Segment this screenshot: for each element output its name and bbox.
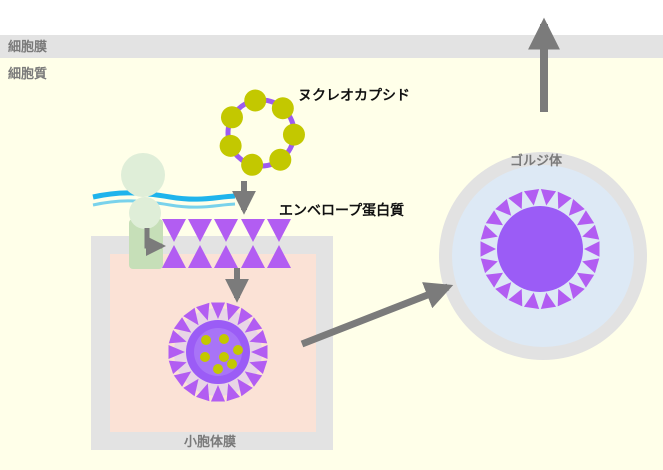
vesicle-spike <box>251 344 268 360</box>
golgi-spike <box>582 224 600 240</box>
label-golgi: ゴルジ体 <box>510 153 563 169</box>
label-nucleocapsid: ヌクレオカプシド <box>298 88 410 104</box>
golgi-spike <box>557 191 572 209</box>
envelope-protein-top <box>267 219 291 242</box>
golgi-virion-core <box>497 206 583 292</box>
vesicle-spike <box>226 383 240 402</box>
virion-capsid-bead <box>219 334 229 344</box>
golgi-spike <box>495 198 512 216</box>
virion-capsid-beads <box>200 334 243 374</box>
channel-head-bottom <box>129 197 161 229</box>
golgi-spike <box>485 210 503 226</box>
golgi-virion-spikes <box>480 189 600 309</box>
golgi-spike <box>523 292 540 309</box>
vesicle-spike <box>237 378 253 397</box>
vesicle-spike <box>196 383 210 402</box>
label-cell-membrane: 細胞膜 <box>8 39 47 55</box>
water-wave <box>92 190 236 202</box>
vesicle-spike <box>226 302 240 321</box>
virion-capsid-bead <box>200 352 210 362</box>
golgi-spike <box>577 210 595 226</box>
label-cytoplasm: 細胞質 <box>8 66 47 82</box>
vesicle-spike <box>249 330 268 344</box>
envelope-protein-bottom <box>214 245 238 268</box>
nucleocapsid-bead <box>241 153 264 176</box>
golgi-spike <box>582 258 600 274</box>
vesicle-spike <box>168 344 185 360</box>
envelope-protein-bottom <box>188 245 212 268</box>
vesicle-spike <box>183 378 199 397</box>
golgi-spike <box>568 282 585 300</box>
vesicle-spike <box>183 307 199 326</box>
envelope-protein-bottom <box>241 245 265 268</box>
vesicle-virion-spikes <box>168 302 268 402</box>
virion-capsid-bead <box>219 352 229 362</box>
label-envelope-protein: エンベロープ蛋白質 <box>279 202 404 219</box>
golgi-spike <box>540 292 557 309</box>
water-wave-2 <box>92 199 236 209</box>
channel-head-top <box>121 153 165 197</box>
vesicle-spike <box>168 360 187 374</box>
vesicle-spike <box>210 302 226 319</box>
golgi-spike <box>584 241 600 257</box>
vesicle-spike <box>244 317 263 333</box>
golgi-spike <box>480 258 498 274</box>
envelope-proteins <box>162 219 291 268</box>
envelope-protein-top <box>188 219 212 242</box>
golgi-spike <box>495 282 512 300</box>
golgi-spike <box>523 189 540 206</box>
channel-arrow <box>144 228 166 256</box>
vesicle-spike <box>168 330 187 344</box>
golgi-spike <box>568 198 585 216</box>
vesicle-spike <box>173 317 192 333</box>
nucleocapsid-bead <box>282 123 305 146</box>
golgi-spike <box>508 191 523 209</box>
golgi-spike <box>480 241 496 257</box>
golgi-spike <box>540 189 557 206</box>
golgi-spike <box>577 272 595 288</box>
vesicle-spike <box>249 360 268 374</box>
nucleocapsid-bead <box>271 97 294 120</box>
golgi-spike <box>480 224 498 240</box>
virion-capsid-bead <box>201 335 211 345</box>
virion-capsid-bead <box>227 359 237 369</box>
vesicle-spike <box>196 302 210 321</box>
vesicle-spike <box>210 385 226 402</box>
virion-capsid-bead <box>233 345 243 355</box>
vesicle-spike <box>244 371 263 387</box>
envelope-protein-top <box>214 219 238 242</box>
nucleocapsid-bead <box>244 89 267 112</box>
nucleocapsid-bead <box>220 106 243 129</box>
envelope-protein-top <box>241 219 265 242</box>
vesicle-spike <box>173 371 192 387</box>
arrow-to-golgi <box>300 282 454 348</box>
envelope-protein-bottom <box>162 245 186 268</box>
vesicle-spike <box>237 307 253 326</box>
label-vesicle-membrane: 小胞体膜 <box>184 434 236 450</box>
envelope-protein-bottom <box>267 245 291 268</box>
virion-capsid-bead <box>213 364 223 374</box>
golgi-spike <box>508 289 523 307</box>
nucleocapsid-beads <box>219 89 305 176</box>
nucleocapsid-bead <box>269 148 292 171</box>
golgi-spike <box>485 272 503 288</box>
nucleocapsid-bead <box>219 134 242 157</box>
envelope-protein-top <box>162 219 186 242</box>
cell-membrane-band <box>0 35 663 58</box>
golgi-spike <box>557 289 572 307</box>
